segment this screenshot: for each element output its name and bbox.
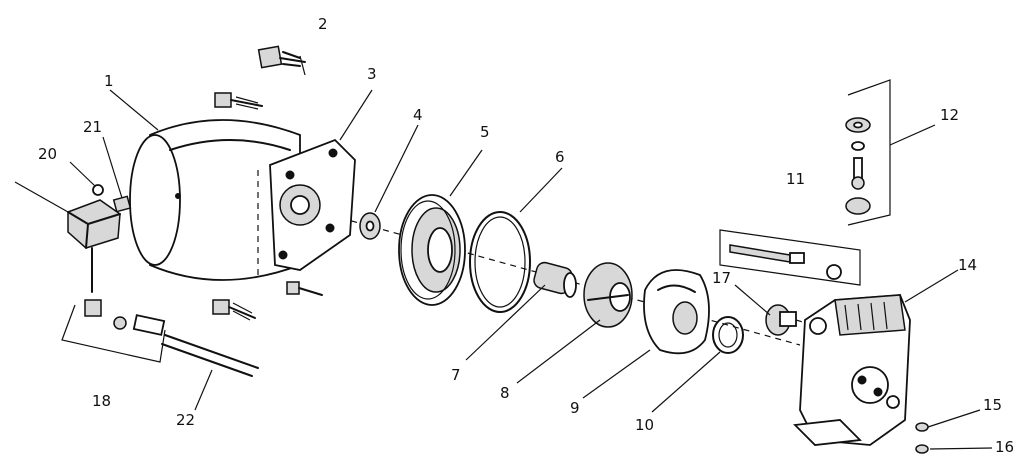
label-5: 5 (480, 123, 490, 141)
part-16-nut (915, 444, 929, 454)
label-4: 4 (413, 106, 423, 124)
venturi-tube-assembly (719, 229, 861, 286)
label-14: 14 (958, 256, 978, 274)
label-22: 22 (176, 411, 196, 429)
part-5-seal-plate (398, 194, 466, 306)
label-1: 1 (104, 72, 114, 90)
part-18-fittings (61, 299, 166, 363)
label-17: 17 (712, 269, 732, 287)
part-4-washer (359, 212, 381, 240)
part-10-ring (712, 316, 744, 354)
part-14-pump-body (793, 294, 911, 446)
label-15: 15 (983, 396, 1003, 414)
part-6-o-ring (469, 211, 531, 313)
label-18: 18 (92, 392, 112, 410)
part-21-fitting (112, 195, 132, 213)
part-17-jet (765, 304, 831, 336)
label-6: 6 (555, 148, 565, 166)
label-11: 11 (786, 170, 806, 188)
bracket-bolt-bottom (286, 281, 323, 296)
bracket-bolt-upper (214, 92, 263, 110)
part-15-nut (915, 422, 929, 432)
pressure-switch (67, 199, 121, 293)
part-22-pipe (161, 334, 259, 377)
bracket-bolt-lower (212, 299, 256, 321)
label-16: 16 (995, 438, 1015, 456)
label-7: 7 (451, 366, 461, 384)
part-20-ring (92, 184, 104, 196)
label-3: 3 (367, 65, 377, 83)
label-10: 10 (635, 416, 655, 434)
part-12-valve-parts (845, 79, 936, 226)
part-9-diffuser (643, 269, 710, 355)
part-3-bracket (257, 138, 356, 280)
label-12: 12 (940, 106, 960, 124)
part-1-motor (129, 119, 301, 281)
leader-lines (14, 55, 993, 450)
label-8: 8 (500, 384, 510, 402)
label-21: 21 (83, 118, 103, 136)
part-8-impeller (583, 262, 633, 328)
part-2-bolt (257, 45, 306, 69)
label-20: 20 (38, 145, 58, 163)
label-2: 2 (318, 15, 328, 33)
label-9: 9 (570, 399, 580, 417)
